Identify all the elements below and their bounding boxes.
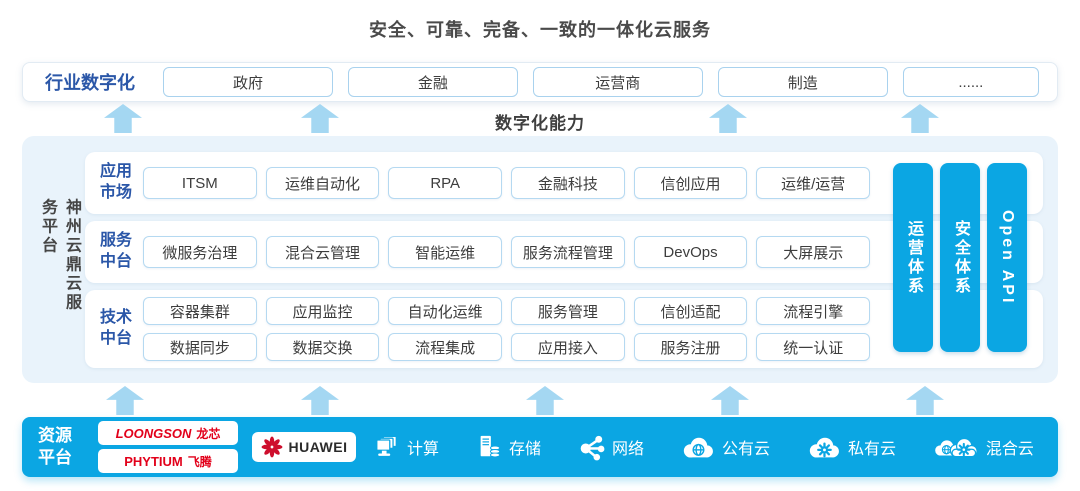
industry-box: 政府 (163, 67, 333, 97)
huawei-logo-icon (261, 436, 283, 458)
platform-capability-box: 信创应用 (633, 167, 748, 199)
resource-item-label: 公有云 (721, 441, 770, 458)
resource-item-label: 存储 (508, 441, 541, 458)
huawei-label: HUAWEI (288, 439, 348, 455)
platform-capability-box: 信创适配 (633, 297, 748, 325)
resource-item-label: 混合云 (985, 441, 1034, 458)
platform-capability-box: 数据交换 (265, 333, 380, 361)
compute-icon (374, 434, 400, 460)
vendor-chip: LOONGSON 龙芯 (98, 421, 238, 445)
platform-capability-box: 大屏展示 (756, 236, 871, 268)
resource-item: 混合云 (933, 435, 1034, 460)
platform-capability-box: 智能运维 (388, 236, 503, 268)
huawei-chip: HUAWEI (252, 432, 356, 462)
resource-bar-label: 资源平台 (38, 425, 72, 467)
vendor-chip-stack: LOONGSON 龙芯 PHYTIUM 飞腾 (98, 421, 238, 473)
vendor-logo-latin: LOONGSON (115, 425, 192, 441)
up-arrow-icon (711, 386, 749, 415)
platform-capability-box: 数据同步 (143, 333, 257, 361)
platform-pillar: 运营体系 (893, 163, 933, 352)
platform-capability-box: RPA (388, 167, 503, 199)
industry-boxes: 政府金融运营商制造...... (163, 67, 1040, 97)
network-icon (578, 434, 605, 461)
capability-label: 数字化能力 (495, 114, 585, 133)
resource-items: 计算 存储 网络 公有云 私有云 混合云 (374, 434, 1034, 461)
platform-row: 技术中台容器集群应用监控自动化运维服务管理信创适配流程引擎数据同步数据交换流程集… (85, 290, 1043, 368)
resource-item-label: 计算 (407, 441, 440, 458)
vendor-logo-cjk: 龙芯 (196, 426, 221, 441)
industry-box: 运营商 (532, 67, 703, 97)
platform-capability-box: 应用监控 (265, 297, 380, 325)
resource-item-label: 网络 (611, 441, 644, 458)
platform-capability-box: 流程引擎 (756, 297, 871, 325)
resource-item-label: 私有云 (847, 441, 896, 458)
platform-capability-box: 统一认证 (756, 333, 871, 361)
industry-digitalization-row: 行业数字化 政府金融运营商制造...... (22, 62, 1058, 102)
platform-row-line: 容器集群应用监控自动化运维服务管理信创适配流程引擎 (143, 297, 871, 325)
storage-icon (476, 434, 502, 460)
platform-side-label: 神州云鼎云服务平台 (39, 197, 80, 312)
platform-capability-box: ITSM (143, 167, 257, 199)
resource-item: 网络 (578, 434, 644, 461)
vendor-logo-cjk: 飞腾 (187, 454, 212, 469)
platform-pillar: 安全体系 (940, 163, 980, 352)
platform-capability-box: 服务管理 (511, 297, 625, 325)
industry-box: 制造 (717, 67, 888, 97)
platform-capability-box: 金融科技 (511, 167, 625, 199)
resource-item: 计算 (374, 434, 439, 460)
platform-capability-box: DevOps (633, 236, 748, 268)
platform-capability-box: 混合云管理 (265, 236, 380, 268)
private-cloud-icon (807, 435, 841, 460)
vendor-chip: PHYTIUM 飞腾 (98, 449, 238, 473)
platform-capability-box: 运维自动化 (265, 167, 380, 199)
platform-capability-box: 服务流程管理 (511, 236, 625, 268)
vendor-logo-latin: PHYTIUM (124, 453, 183, 469)
industry-box: 金融 (347, 67, 518, 97)
platform-row-line: 数据同步数据交换流程集成应用接入服务注册统一认证 (143, 333, 871, 361)
platform-capability-box: 微服务治理 (143, 236, 257, 268)
platform-row-label: 服务中台 (99, 232, 132, 270)
platform-row-label: 技术中台 (99, 309, 132, 347)
platform-row-lines: 容器集群应用监控自动化运维服务管理信创适配流程引擎数据同步数据交换流程集成应用接… (143, 297, 871, 361)
hybrid-cloud-icon (933, 435, 979, 460)
platform-capability-box: 流程集成 (388, 333, 503, 361)
platform-capability-box: 容器集群 (143, 297, 257, 325)
up-arrow-icon (301, 386, 339, 415)
platform-pillar: Open API (987, 163, 1027, 352)
platform-row-label: 应用市场 (99, 163, 132, 201)
page-title: 安全、可靠、完备、一致的一体化云服务 (369, 20, 711, 40)
industry-box: ...... (902, 67, 1040, 97)
industry-row-label: 行业数字化 (45, 73, 135, 93)
platform-capability-box: 运维/运营 (756, 167, 871, 199)
up-arrow-icon (106, 386, 144, 415)
resource-item: 存储 (476, 434, 541, 460)
resource-item: 私有云 (807, 435, 896, 460)
up-arrow-icon (906, 386, 944, 415)
up-arrow-icon (526, 386, 564, 415)
platform-capability-box: 自动化运维 (388, 297, 503, 325)
platform-capability-box: 应用接入 (511, 333, 625, 361)
platform-capability-box: 服务注册 (633, 333, 748, 361)
public-cloud-icon (681, 435, 715, 460)
resource-item: 公有云 (681, 435, 770, 460)
